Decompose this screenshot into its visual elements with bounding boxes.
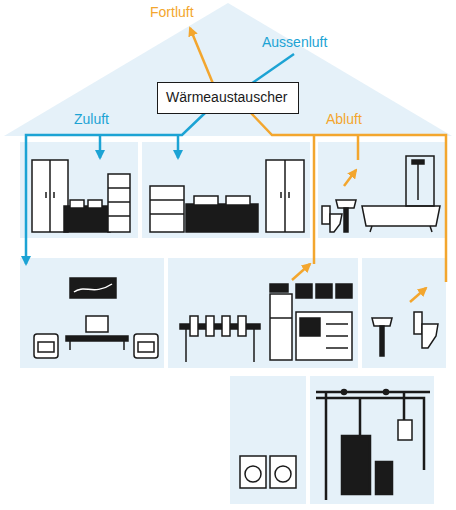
house-ground xyxy=(4,3,452,504)
laundry-machines xyxy=(240,456,296,488)
heating-system xyxy=(316,390,430,500)
bedroom-furniture xyxy=(32,160,304,232)
air-flow-label: Fortluft xyxy=(150,4,194,21)
air-flow-label: Abluft xyxy=(326,111,362,128)
living-room-furniture xyxy=(34,278,158,358)
heat-exchanger-box: Wärmeaustauscher xyxy=(157,82,299,114)
wc-fixtures xyxy=(372,312,438,356)
node-label: Wärmeaustauscher xyxy=(166,89,290,106)
bathroom-fixtures xyxy=(322,156,440,232)
air-flow-label: Zuluft xyxy=(74,111,109,128)
kitchen-furniture xyxy=(180,284,352,362)
air-flow-label: Aussenluft xyxy=(262,34,327,51)
exhaust-air-duct xyxy=(190,28,446,302)
